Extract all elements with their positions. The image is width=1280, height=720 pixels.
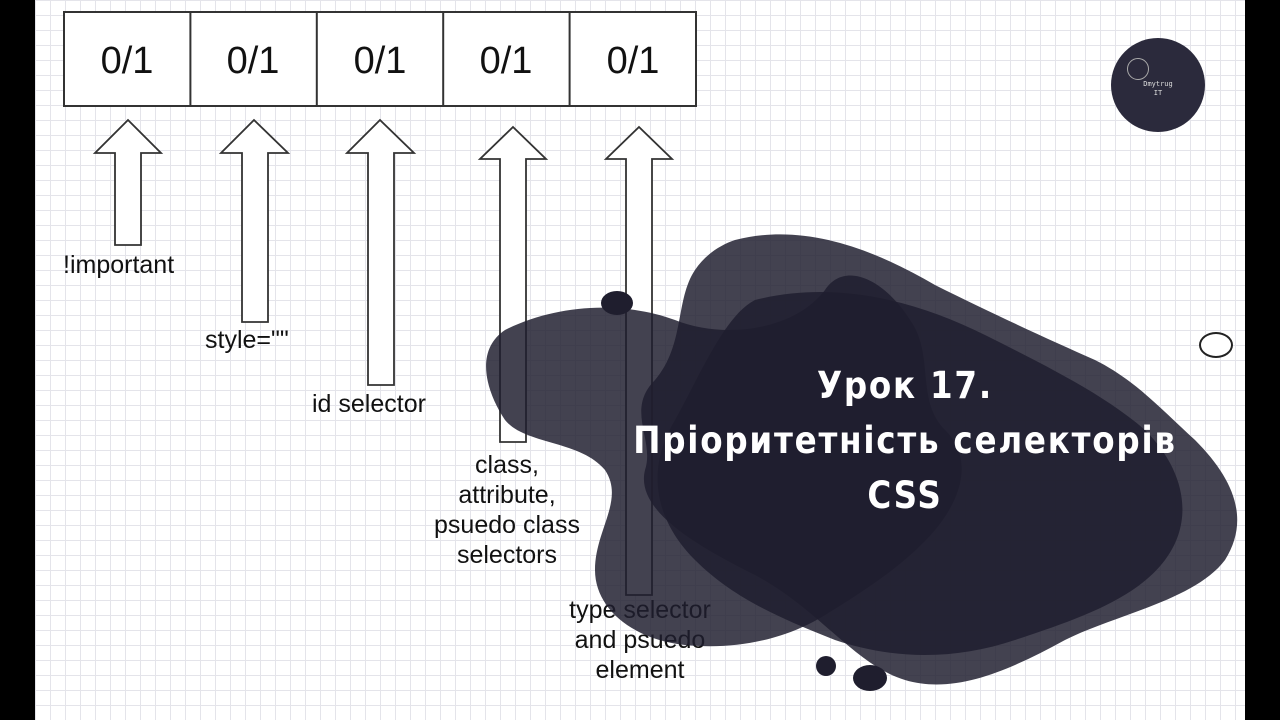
- arrow-up-class: [477, 125, 549, 443]
- arrow-up-important: [92, 118, 164, 246]
- label-line: selectors: [456, 541, 558, 569]
- logo-line: IT: [1153, 89, 1163, 97]
- label-id-selector: id selector: [312, 390, 426, 418]
- decorative-dot: [816, 656, 836, 676]
- table-cell-type: 0/1: [607, 40, 660, 82]
- label-line: attribute,: [458, 481, 556, 509]
- specificity-table: 0/1 0/1 0/1 0/1 0/1: [63, 11, 697, 107]
- slide-canvas: 0/1 0/1 0/1 0/1 0/1 !important style="" …: [35, 0, 1245, 720]
- blob-shape: [486, 275, 962, 647]
- table-border: [63, 11, 697, 107]
- label-line: class,: [475, 451, 539, 479]
- lesson-number: Урок 17.: [817, 364, 993, 407]
- logo-ring-icon: [1127, 58, 1149, 80]
- decorative-dot: [853, 665, 887, 691]
- label-line: psuedo class: [434, 511, 580, 539]
- lesson-title: Урок 17. Пріоритетність селекторів CSS: [632, 358, 1178, 523]
- arrow-up-inline-style: [218, 118, 291, 323]
- title-blob: [486, 234, 1238, 691]
- lesson-topic: Пріоритетність селекторів: [633, 419, 1177, 462]
- label-class-selectors: class, attribute, psuedo class selectors: [407, 450, 607, 570]
- channel-logo: Dmytrug IT: [1111, 38, 1205, 132]
- logo-text: Dmytrug IT: [1111, 80, 1205, 98]
- table-cell-id: 0/1: [354, 40, 407, 82]
- logo-line: Dmytrug: [1143, 80, 1173, 88]
- table-cell-inline-style: 0/1: [227, 40, 280, 82]
- arrow-up-id: [344, 118, 417, 386]
- lesson-subject: CSS: [867, 474, 943, 517]
- label-inline-style: style="": [205, 326, 289, 354]
- table-cell-class: 0/1: [480, 40, 533, 82]
- table-cell-important: 0/1: [101, 40, 154, 82]
- decorative-outline-dot: [1199, 332, 1233, 358]
- decorative-dot: [601, 291, 633, 315]
- label-important: !important: [63, 251, 175, 279]
- label-line: element: [595, 656, 685, 684]
